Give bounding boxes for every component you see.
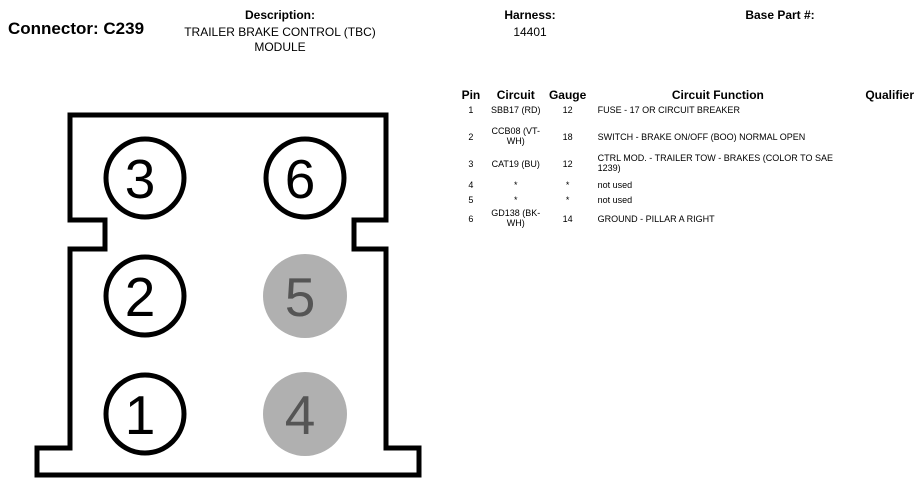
gauge-header: Gauge	[548, 88, 587, 102]
cavity-6: 6	[263, 136, 347, 220]
pin-cell: 5	[468, 195, 474, 205]
cavity-number: 4	[285, 384, 316, 446]
base-part-label: Base Part #:	[745, 8, 815, 22]
gauge-cell: 12	[562, 159, 573, 169]
table-row: 2 CCB08 (VT-WH) 18 SWITCH - BRAKE ON/OFF…	[454, 126, 914, 153]
cavity-number: 3	[125, 148, 156, 210]
table-row: 3 CAT19 (BU) 12 CTRL MOD. - TRAILER TOW …	[454, 153, 914, 180]
pin-cell: 6	[468, 214, 474, 224]
gauge-cell: *	[565, 180, 570, 190]
pin-table-header: Pin Circuit Gauge Circuit Function Quali…	[454, 86, 914, 105]
table-row: 4 * * not used	[454, 180, 914, 195]
circuit-cell: CCB08 (VT-WH)	[491, 126, 541, 146]
cavity-number: 6	[285, 148, 316, 210]
function-cell: FUSE - 17 OR CIRCUIT BREAKER	[597, 105, 740, 115]
cavity-circle	[263, 136, 347, 220]
circuit-cell: CAT19 (BU)	[491, 159, 540, 169]
table-row: 1 SBB17 (RD) 12 FUSE - 17 OR CIRCUIT BRE…	[454, 105, 914, 126]
cavity-circle	[263, 254, 347, 338]
cavity-4: 4	[263, 372, 347, 456]
cavity-number: 1	[125, 384, 156, 446]
connector-housing-outline	[34, 112, 422, 478]
circuit-cell: *	[514, 180, 518, 190]
description-label: Description:	[244, 8, 315, 22]
pin-cell: 2	[468, 132, 474, 142]
pin-header: Pin	[461, 88, 481, 102]
cavity-circle	[103, 136, 187, 220]
function-cell: SWITCH - BRAKE ON/OFF (BOO) NORMAL OPEN	[597, 132, 806, 142]
cavity-number: 2	[125, 266, 156, 328]
gauge-cell: *	[565, 195, 570, 205]
function-cell: GROUND - PILLAR A RIGHT	[597, 214, 715, 224]
cavity-circle	[103, 372, 187, 456]
harness-value: 14401	[513, 25, 547, 39]
circuit-cell: GD138 (BK-WH)	[491, 208, 541, 228]
circuit-cell: SBB17 (RD)	[491, 105, 541, 115]
gauge-cell: 12	[562, 105, 573, 115]
table-row: 5 * * not used	[454, 195, 914, 208]
qualifier-header: Qualifier	[865, 88, 914, 102]
circuit-cell: *	[514, 195, 518, 205]
function-cell: CTRL MOD. - TRAILER TOW - BRAKES (COLOR …	[597, 153, 833, 173]
cavity-1: 1	[103, 372, 187, 456]
table-row: 6 GD138 (BK-WH) 14 GROUND - PILLAR A RIG…	[454, 208, 914, 236]
harness-label: Harness:	[504, 8, 556, 22]
pin-table: Pin Circuit Gauge Circuit Function Quali…	[454, 86, 914, 236]
pin-cell: 4	[468, 180, 474, 190]
pin-cell: 3	[468, 159, 474, 169]
function-cell: not used	[597, 195, 633, 205]
cavity-3: 3	[103, 136, 187, 220]
cavity-5: 5	[263, 254, 347, 338]
function-cell: not used	[597, 180, 633, 190]
circuit-header: Circuit	[496, 88, 535, 102]
pin-cell: 1	[468, 105, 474, 115]
cavity-number: 5	[285, 266, 316, 328]
cavity-2: 2	[103, 254, 187, 338]
gauge-cell: 18	[562, 132, 573, 142]
connector-title: Connector: C239	[8, 19, 145, 38]
description-value: TRAILER BRAKE CONTROL (TBC) MODULE	[184, 25, 376, 54]
cavity-circle	[103, 254, 187, 338]
gauge-cell: 14	[562, 214, 573, 224]
circuit-function-header: Circuit Function	[671, 88, 764, 102]
cavity-circle	[263, 372, 347, 456]
